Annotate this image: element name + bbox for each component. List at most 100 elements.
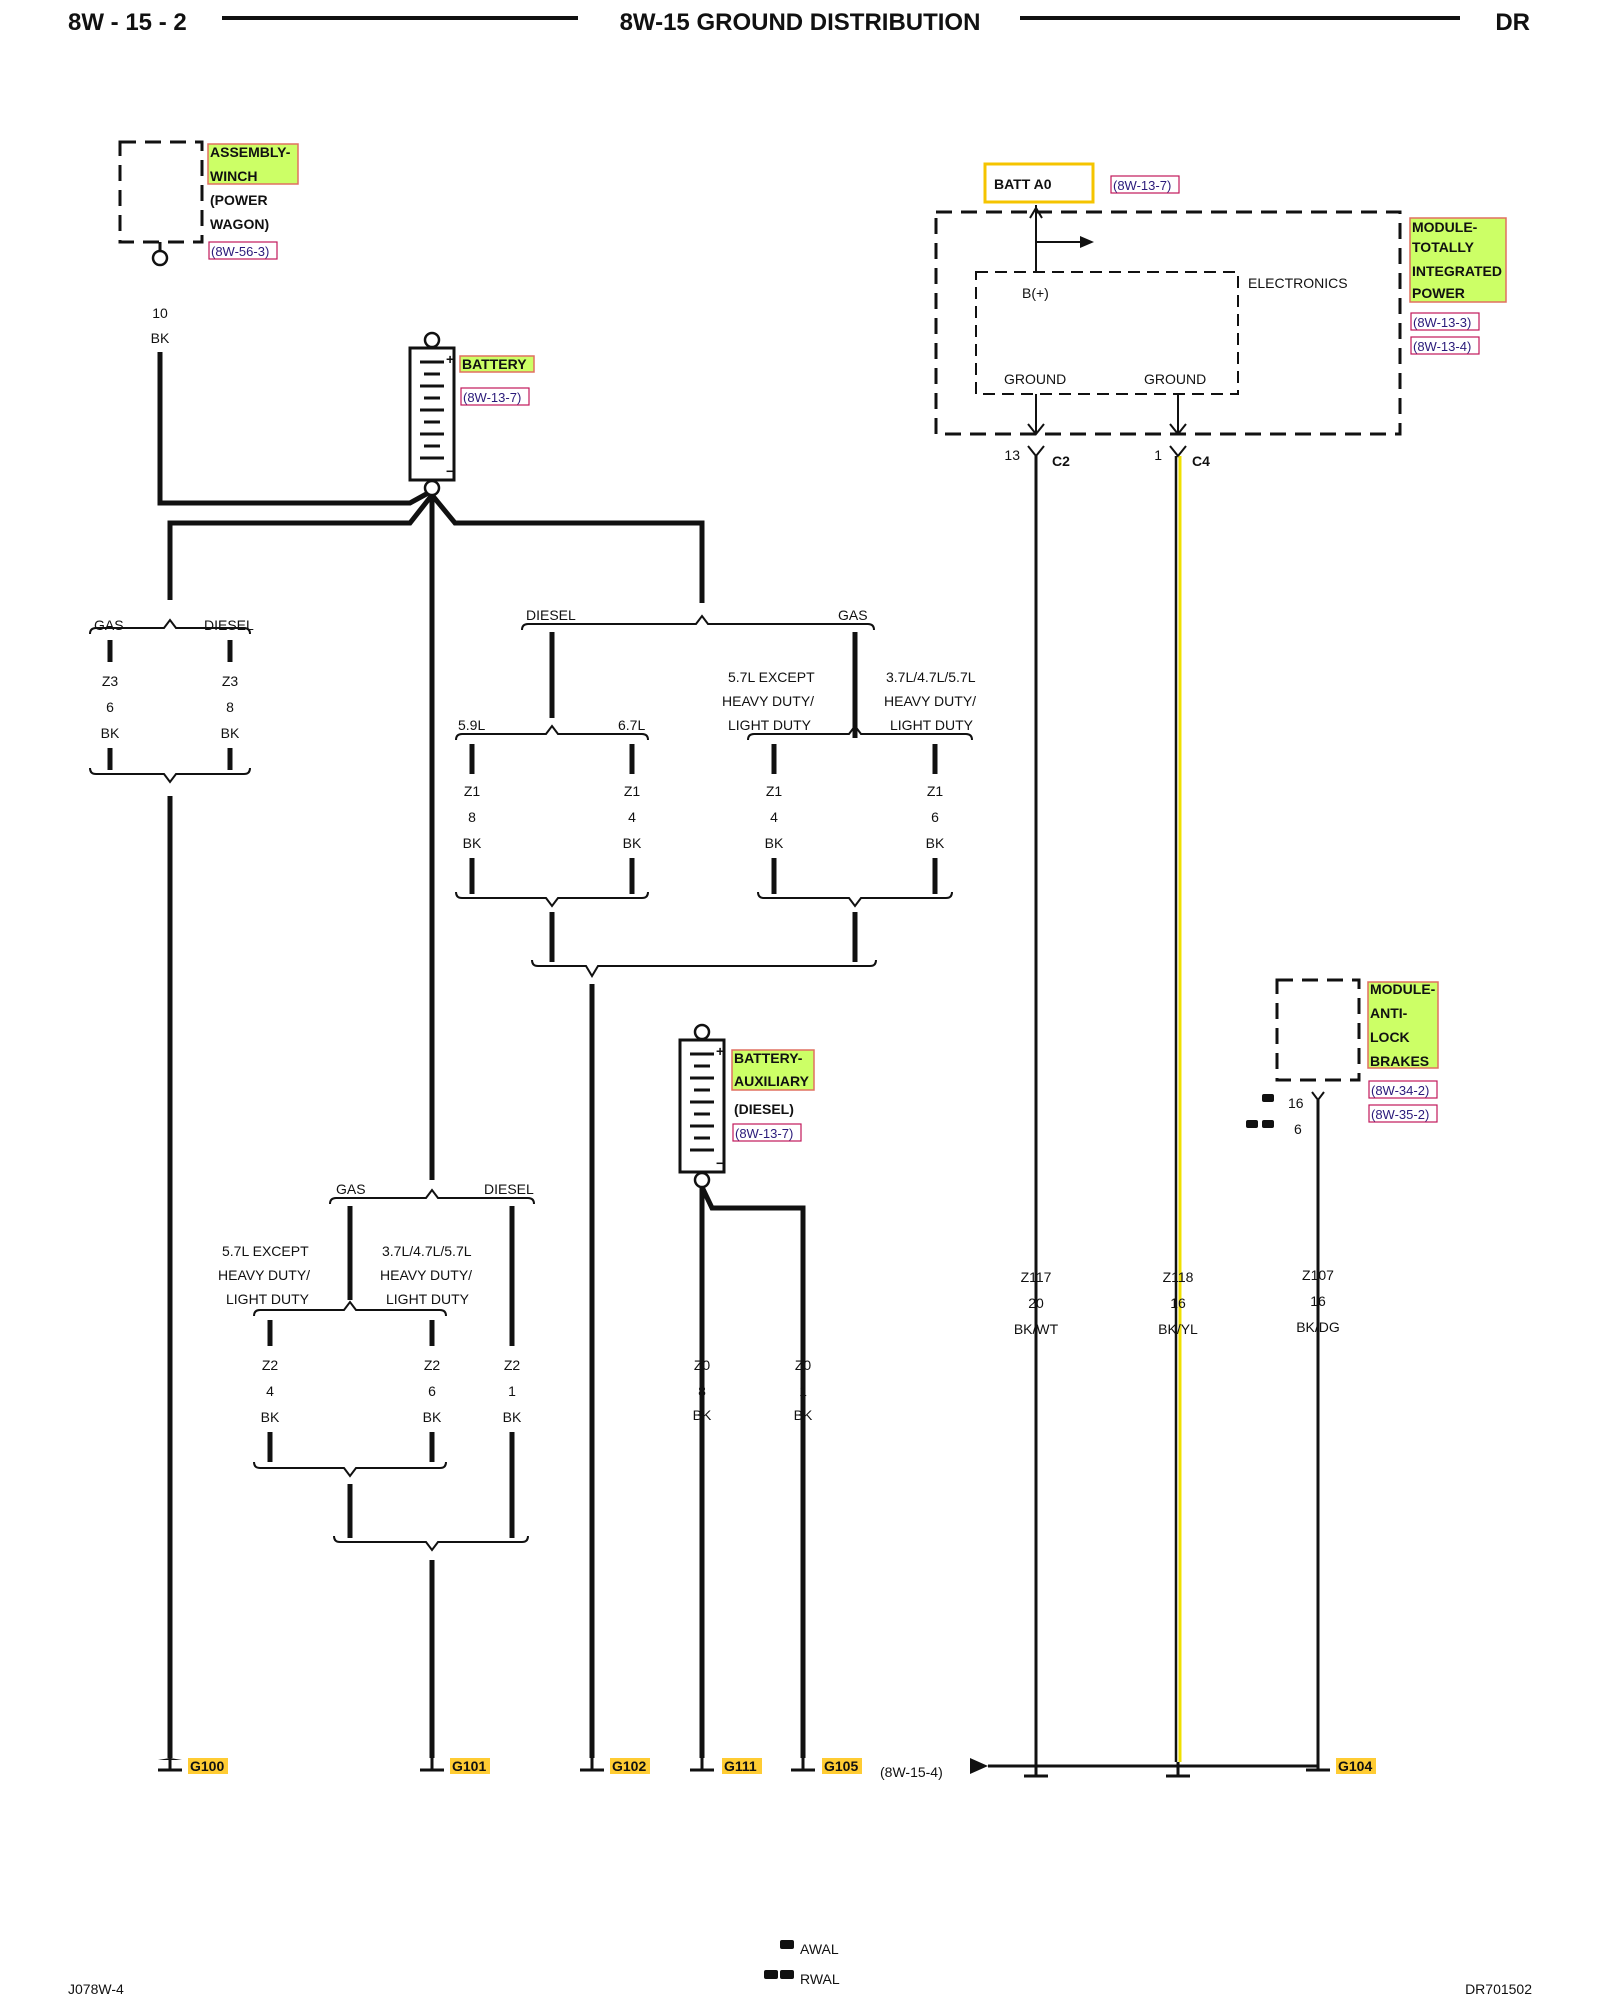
z3-gas-label: GAS — [94, 617, 124, 633]
z107-labels: Z107 16 BK/DG — [1296, 1267, 1340, 1335]
winch-wire-color: BK — [151, 330, 170, 346]
ground-g101: G101 — [420, 1758, 490, 1774]
z3-diesel-circuit: Z3 — [222, 673, 239, 689]
z1-diesel-label: DIESEL — [526, 607, 576, 623]
z1-67l-label: 6.7L — [618, 717, 645, 733]
ground-g105: G105 (8W-15-4) — [791, 1758, 943, 1780]
z117-circuit: Z117 — [1021, 1269, 1052, 1285]
rwal-legend-icon — [764, 1970, 778, 1979]
z3-gas-color: BK — [101, 725, 120, 741]
z1-all-l2: HEAVY DUTY/ — [884, 693, 976, 709]
z1-59-circuit: Z1 — [464, 783, 481, 799]
z2-except-l1: 5.7L EXCEPT — [222, 1243, 309, 1259]
tipm-pin1: 13 — [1004, 447, 1020, 463]
z1-except-l1: 5.7L EXCEPT — [728, 669, 815, 685]
abs-pin2: 6 — [1294, 1121, 1302, 1137]
battery: + − BATTERY (8W-13-7) — [408, 331, 535, 497]
z2-diesel-color: BK — [503, 1409, 522, 1425]
z1-59-color: BK — [463, 835, 482, 851]
battery-minus: − — [446, 463, 454, 479]
z1-except-l3: LIGHT DUTY — [728, 717, 812, 733]
z107-circuit: Z107 — [1302, 1267, 1334, 1283]
z2-all-gauge: 6 — [428, 1383, 436, 1399]
battery-plus: + — [446, 351, 454, 367]
g101-label: G101 — [452, 1758, 486, 1774]
z1-except-color: BK — [765, 835, 784, 851]
z2-except-l3: LIGHT DUTY — [226, 1291, 310, 1307]
z107-gauge: 16 — [1310, 1293, 1326, 1309]
battery-right-feed — [430, 493, 705, 603]
z0-a-gauge: 8 — [698, 1383, 706, 1399]
z1-all-color: BK — [926, 835, 945, 851]
z3-diesel-gauge: 8 — [226, 699, 234, 715]
awal-legend-icon — [780, 1940, 794, 1949]
tipm-conn-c4: C4 — [1192, 453, 1210, 469]
z117-color: BK/WT — [1014, 1321, 1059, 1337]
z1-gas-label: GAS — [838, 607, 868, 623]
legend-awal: AWAL — [800, 1941, 839, 1957]
z0-b-wire — [699, 1185, 806, 1758]
aux-battery-name-line2: AUXILIARY — [734, 1073, 810, 1089]
battery-name: BATTERY — [462, 356, 527, 372]
z1-all-gauge: 6 — [931, 809, 939, 825]
ground-g102: G102 — [580, 1758, 650, 1774]
tipm-name-line2: TOTALLY — [1412, 239, 1475, 255]
z1-all-l3: LIGHT DUTY — [890, 717, 974, 733]
winch-assembly: ASSEMBLY- WINCH (POWER WAGON) (8W-56-3) … — [118, 140, 299, 346]
winch-name-line1: ASSEMBLY- — [210, 144, 291, 160]
tipm-ground1: GROUND — [1004, 371, 1066, 387]
winch-note-line2: WAGON) — [210, 216, 269, 232]
g105-label: G105 — [824, 1758, 858, 1774]
tipm-module: BATT A0 (8W-13-7) B(+) ELECTRONICS GROUN… — [934, 162, 1507, 469]
continuation-arrow-icon — [970, 1758, 988, 1774]
tipm-electronics: ELECTRONICS — [1248, 275, 1348, 291]
z2-all-circuit: Z2 — [424, 1357, 441, 1373]
ground-continuation-ref[interactable]: (8W-15-4) — [880, 1764, 943, 1780]
z3-diesel-label: DIESEL — [204, 617, 254, 633]
tipm-batt-label: BATT A0 — [994, 176, 1052, 192]
z0-b-gauge: 1 — [799, 1383, 807, 1399]
z2-except-l2: HEAVY DUTY/ — [218, 1267, 310, 1283]
footer-left-code: J078W-4 — [68, 1981, 124, 1997]
z1-67-gauge: 4 — [628, 809, 636, 825]
z1-67-circuit: Z1 — [624, 783, 641, 799]
z1-except-circuit: Z1 — [766, 783, 783, 799]
z118-circuit: Z118 — [1163, 1269, 1194, 1285]
abs-name-line1: MODULE- — [1370, 981, 1436, 997]
g111-label: G111 — [724, 1758, 757, 1774]
z1-all-circuit: Z1 — [927, 783, 944, 799]
g100-label: G100 — [190, 1758, 224, 1774]
z1-except-gauge: 4 — [770, 809, 778, 825]
z0-a-color: BK — [693, 1407, 712, 1423]
winch-ref-link[interactable]: (8W-56-3) — [211, 244, 269, 259]
abs-module: MODULE- ANTI- LOCK BRAKES (8W-34-2) (8W-… — [1246, 978, 1439, 1137]
tipm-pin2: 1 — [1154, 447, 1162, 463]
footer-right-code: DR701502 — [1465, 1981, 1532, 1997]
aux-battery-ref-link[interactable]: (8W-13-7) — [735, 1126, 793, 1141]
tipm-ref2-link[interactable]: (8W-13-4) — [1413, 339, 1471, 354]
z3-gas-circuit: Z3 — [102, 673, 119, 689]
winch-name-line2: WINCH — [210, 168, 257, 184]
abs-name-line2: ANTI- — [1370, 1005, 1408, 1021]
z2-except-circuit: Z2 — [262, 1357, 279, 1373]
z117-z118-labels: Z117 20 BK/WT Z118 16 BK/YL — [1014, 1269, 1198, 1337]
battery-left-feed — [167, 493, 434, 600]
awal-icon — [1262, 1094, 1274, 1102]
z107-color: BK/DG — [1296, 1319, 1340, 1335]
tipm-name-line1: MODULE- — [1412, 219, 1478, 235]
rwal-icon — [1246, 1120, 1258, 1128]
winch-label-highlight — [207, 143, 299, 185]
abs-name-line3: LOCK — [1370, 1029, 1410, 1045]
tipm-batt-ref-link[interactable]: (8W-13-7) — [1113, 178, 1171, 193]
abs-ref2-link[interactable]: (8W-35-2) — [1371, 1107, 1429, 1122]
abs-ref1-link[interactable]: (8W-34-2) — [1371, 1083, 1429, 1098]
tipm-ref1-link[interactable]: (8W-13-3) — [1413, 315, 1471, 330]
z118-gauge: 16 — [1170, 1295, 1186, 1311]
ground-g100: G100 — [158, 1758, 228, 1774]
battery-ref-link[interactable]: (8W-13-7) — [463, 390, 521, 405]
z3-gas-gauge: 6 — [106, 699, 114, 715]
page-header: 8W - 15 - 2 8W-15 GROUND DISTRIBUTION DR — [68, 9, 1530, 36]
z1-branch: DIESEL GAS 5.9L 6.7L 5.7L EXCEPT HEAVY D… — [455, 607, 976, 1758]
z2-branch: GAS DIESEL 5.7L EXCEPT HEAVY DUTY/ LIGHT… — [218, 1181, 535, 1758]
